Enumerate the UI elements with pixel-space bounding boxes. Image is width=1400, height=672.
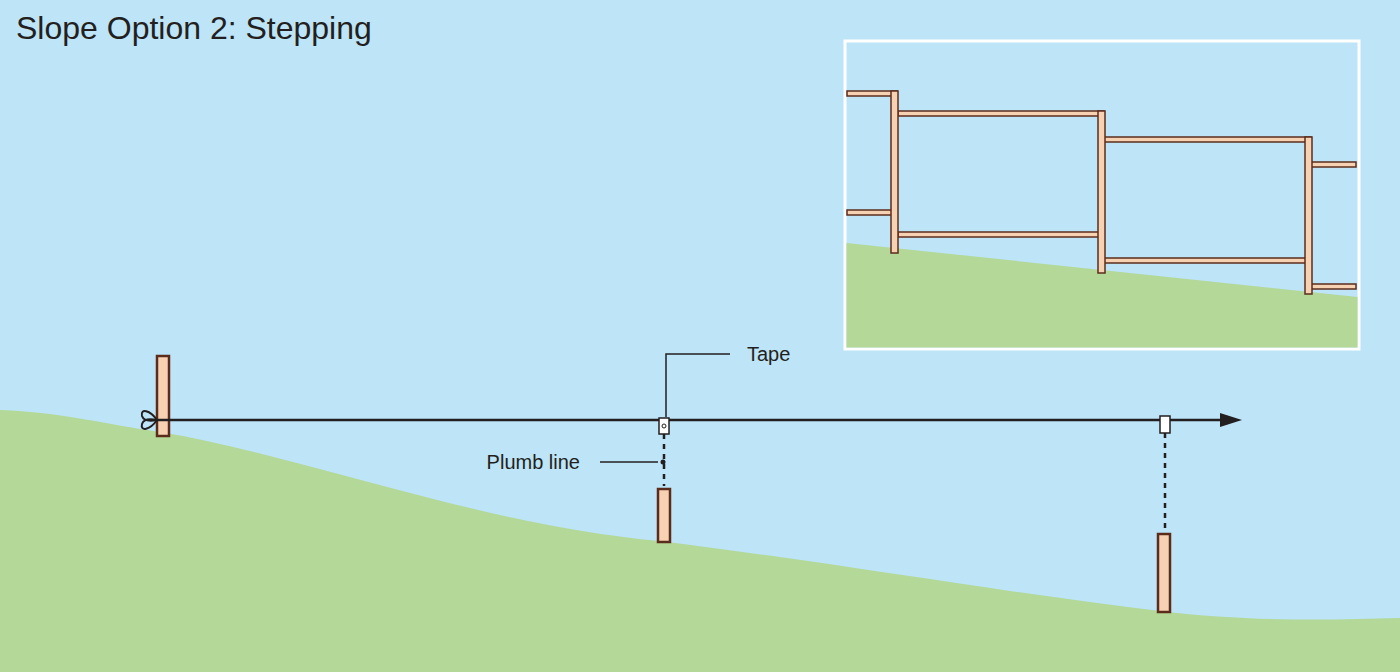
plumb-line bbox=[1164, 433, 1167, 532]
inset-fence bbox=[845, 41, 1359, 349]
callout-label: Tape bbox=[747, 343, 790, 366]
post bbox=[658, 489, 670, 542]
plumb-bob bbox=[661, 460, 666, 465]
knot bbox=[142, 411, 157, 429]
leader-line bbox=[666, 354, 730, 417]
tape-marker bbox=[1160, 416, 1170, 433]
tape-marker bbox=[659, 418, 669, 434]
arrowhead bbox=[1220, 413, 1242, 427]
string-line bbox=[157, 419, 1222, 422]
tape-dot bbox=[662, 424, 666, 428]
callout-label: Plumb line bbox=[487, 451, 580, 474]
diagram-title: Slope Option 2: Stepping bbox=[16, 10, 372, 47]
hill bbox=[0, 410, 1400, 672]
stake bbox=[157, 356, 169, 436]
post bbox=[1158, 534, 1170, 612]
leader-line bbox=[600, 461, 658, 463]
